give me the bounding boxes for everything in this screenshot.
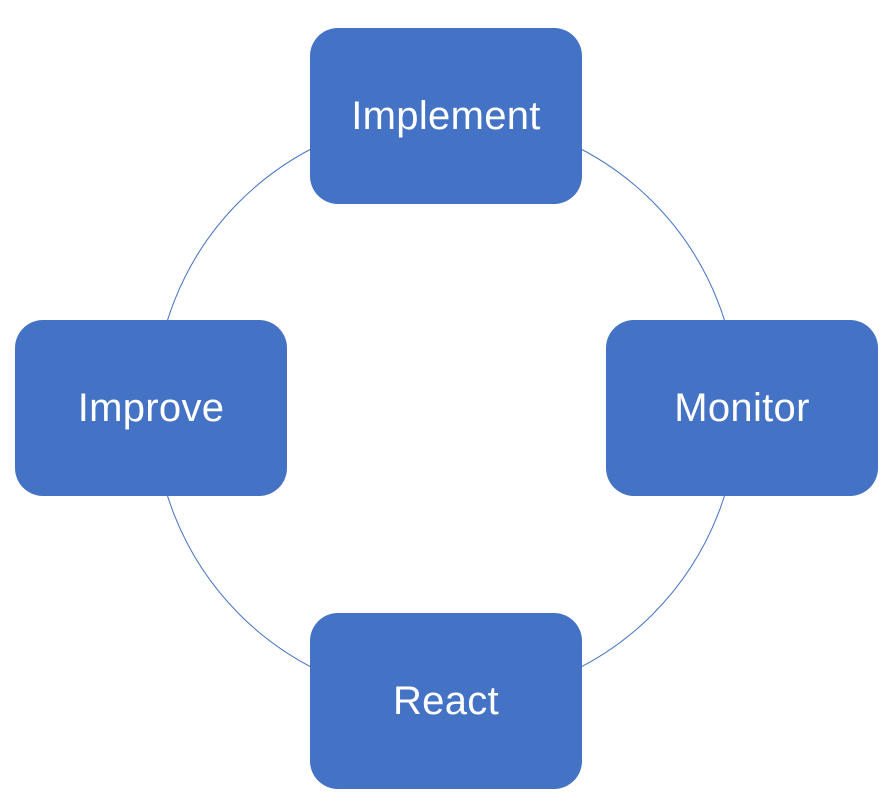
node-improve: Improve xyxy=(15,320,287,496)
node-monitor-label: Monitor xyxy=(674,385,810,430)
node-implement-label: Implement xyxy=(351,93,541,138)
node-react-label: React xyxy=(393,678,499,723)
node-improve-label: Improve xyxy=(77,385,225,430)
node-monitor: Monitor xyxy=(606,320,878,496)
node-react: React xyxy=(310,613,582,789)
node-implement: Implement xyxy=(310,28,582,204)
